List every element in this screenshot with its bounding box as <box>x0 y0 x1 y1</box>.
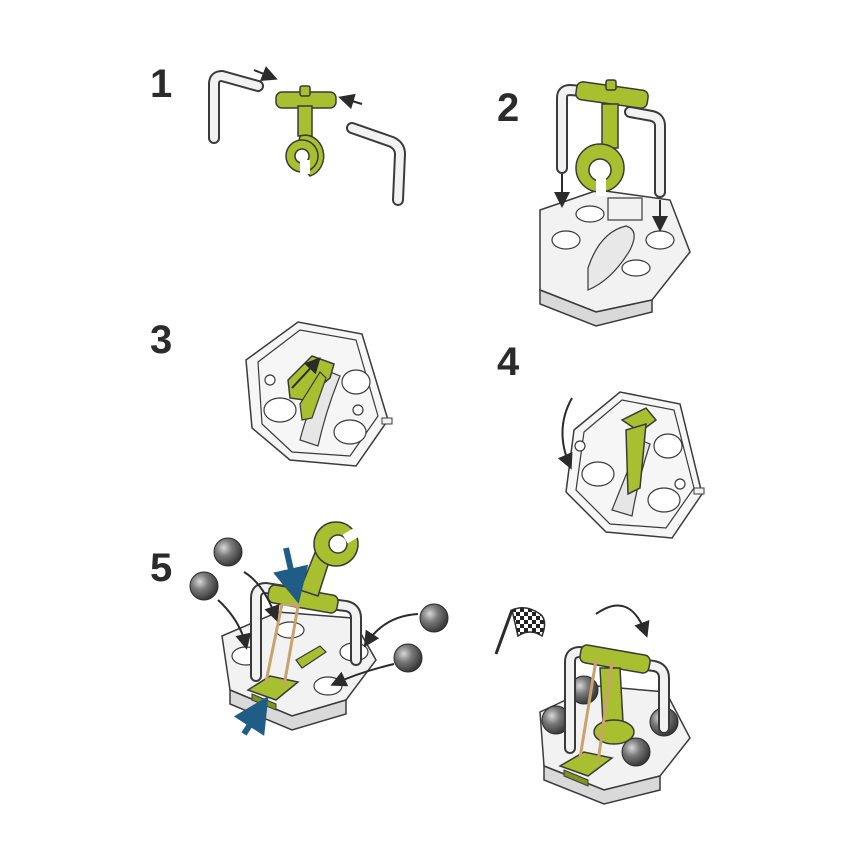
steel-ball <box>189 571 219 601</box>
steel-ball <box>213 537 243 567</box>
step-number-3: 3 <box>150 318 173 362</box>
step-1-illustration <box>208 66 407 206</box>
arrow-icon <box>595 604 650 638</box>
step-number-2: 2 <box>497 86 520 130</box>
arrow-icon <box>217 599 252 650</box>
finished-illustration <box>494 604 691 805</box>
press-arrow-icon <box>273 547 309 604</box>
arrow-icon <box>557 397 573 470</box>
arrow-icon <box>291 357 321 389</box>
arrow-icon <box>330 663 395 687</box>
step-number-1: 1 <box>150 62 173 106</box>
step-4-illustration <box>557 391 705 539</box>
step-number-4: 4 <box>497 340 520 384</box>
green-lever-piece <box>287 355 335 401</box>
step-5-illustration <box>189 521 449 736</box>
arrow-icon <box>363 613 419 648</box>
step-number-5: 5 <box>150 546 173 590</box>
rubber-band <box>578 659 614 763</box>
step-3-illustration <box>245 321 393 467</box>
steel-ball <box>419 603 449 633</box>
arrow-icon <box>338 93 363 110</box>
steel-ball <box>621 737 651 767</box>
green-lever-piece <box>275 85 337 177</box>
step-2-illustration <box>539 79 691 327</box>
green-lever-piece <box>575 79 649 196</box>
checkered-flag-icon <box>494 609 514 655</box>
press-arrow-icon <box>233 695 269 736</box>
steel-ball <box>393 643 423 673</box>
arrow-icon <box>243 571 280 622</box>
arrow-icon <box>253 66 278 81</box>
